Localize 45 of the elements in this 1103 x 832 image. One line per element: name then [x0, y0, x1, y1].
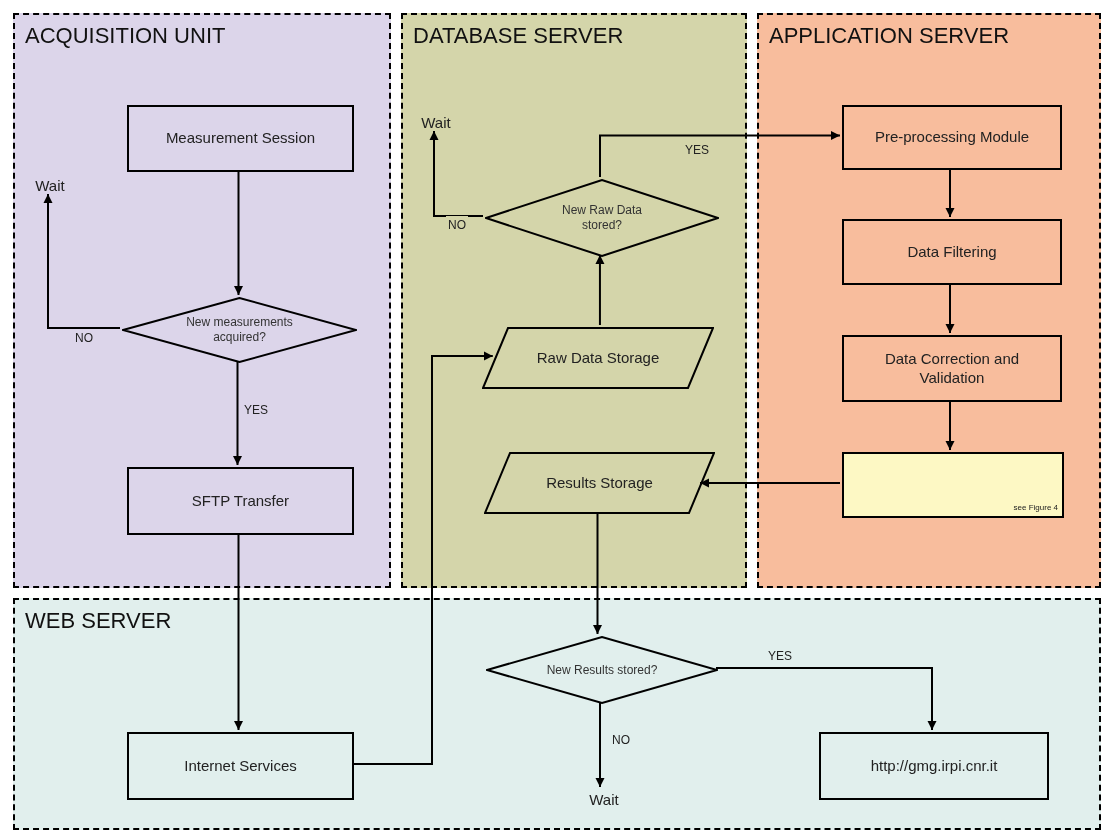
data-parallelogram — [482, 327, 714, 389]
box-note: see Figure 4 — [1013, 502, 1058, 514]
arrow — [351, 351, 494, 765]
arrow — [233, 360, 242, 466]
process-box: Measurement Session — [127, 105, 354, 172]
decision-text: New Results stored? — [545, 662, 659, 678]
server-panel — [757, 13, 1101, 588]
arrow — [234, 169, 243, 296]
arrow — [715, 667, 937, 731]
wait-label: Wait — [582, 789, 626, 811]
data-label: Raw Data Storage — [536, 347, 660, 368]
arrow — [43, 193, 121, 329]
arrow — [595, 254, 605, 326]
process-box: Internet Services — [127, 732, 354, 800]
data-label: Results Storage — [546, 472, 653, 493]
decision-text: New Raw Data stored? — [561, 203, 643, 233]
process-box: SFTP Transfer — [127, 467, 354, 535]
decision-diamond — [122, 297, 357, 363]
decision-text: New measurements acquired? — [185, 315, 294, 345]
panel-heading: ACQUISITION UNIT — [25, 22, 226, 50]
arrow — [599, 131, 841, 178]
panel-heading: DATABASE SERVER — [413, 22, 624, 50]
arrow — [234, 532, 243, 731]
arrow — [945, 167, 955, 218]
arrow — [429, 130, 484, 217]
module-box — [842, 452, 1064, 518]
arrow — [699, 478, 841, 488]
wait-label: Wait — [414, 113, 458, 133]
arrow — [593, 511, 602, 635]
server-panel — [401, 13, 747, 588]
data-parallelogram — [484, 452, 715, 514]
panel-heading: WEB SERVER — [25, 607, 172, 635]
arrow — [595, 701, 605, 788]
arrow — [945, 282, 955, 334]
arrow — [945, 399, 955, 451]
process-box: Data Correction and Validation — [842, 335, 1062, 402]
process-box: Data Filtering — [842, 219, 1062, 285]
decision-diamond — [486, 636, 718, 704]
process-box: http://gmg.irpi.cnr.it — [819, 732, 1049, 800]
server-panel — [13, 13, 391, 588]
decision-diamond — [485, 179, 719, 257]
server-panel — [13, 598, 1101, 830]
panel-heading: APPLICATION SERVER — [769, 22, 1010, 50]
wait-label: Wait — [28, 176, 72, 196]
process-box: Pre-processing Module — [842, 105, 1062, 170]
